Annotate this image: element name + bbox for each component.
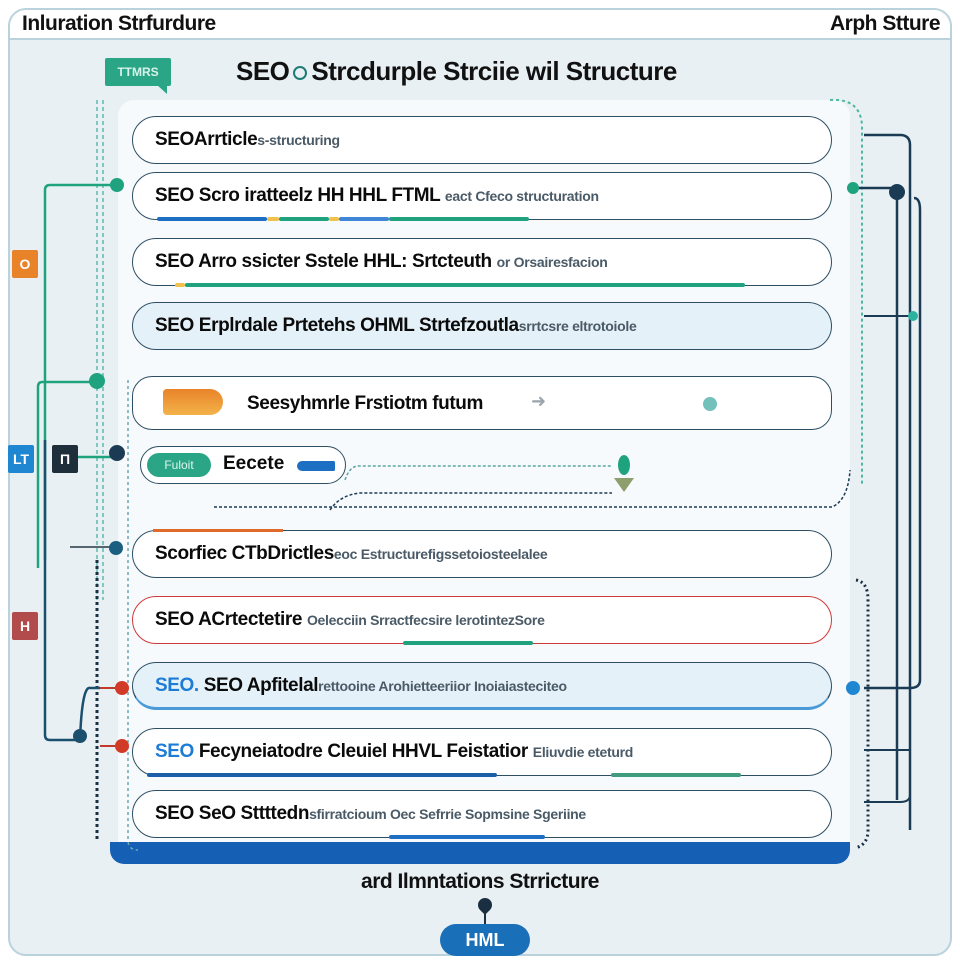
orange-tab-icon xyxy=(163,389,223,415)
diagram-title: SEO Strcdurple Strciie wil Structure xyxy=(236,56,677,87)
row-progress-segment xyxy=(147,773,497,777)
structure-row-1[interactable]: SEOArrticles-structuring xyxy=(132,116,832,164)
row-progress-segment xyxy=(279,217,329,221)
structure-row-8[interactable]: SEO ACrtectetire Oelecciin Srractfecsire… xyxy=(132,596,832,645)
tag-label-badge: TTMRS xyxy=(105,58,171,94)
row-chip: Fuloit xyxy=(147,453,211,477)
row-label: SEO Fecyneiatodre Cleuiel HHVL Feistatio… xyxy=(155,741,634,762)
row-progress-segment xyxy=(267,217,279,221)
row-label: SEO ACrtectetire Oelecciin Srractfecsire… xyxy=(155,609,545,630)
row-progress-segment xyxy=(339,217,389,221)
row-label: SEO SeO Sttttednsfirratcioum Oec Sefrrie… xyxy=(155,803,586,824)
row-progress-segment xyxy=(157,217,267,221)
footer-caption: ard Ilmntations Strricture xyxy=(361,870,599,893)
title-dot-icon xyxy=(293,66,308,81)
structure-row-5[interactable]: Seesyhmrle Frstiotm futum ➜ xyxy=(132,376,832,430)
html-pill-button[interactable]: HML xyxy=(440,924,530,956)
structure-row-11[interactable]: SEO SeO Sttttednsfirratcioum Oec Sefrrie… xyxy=(132,790,832,839)
row-label: SEO Arro ssicter Sstele HHL: Srtcteuth o… xyxy=(155,251,608,272)
structure-row-6[interactable]: Fuloit Eecete xyxy=(140,446,346,484)
row-label: Eecete xyxy=(223,453,285,474)
pi-glyph-icon: Π xyxy=(59,451,71,467)
structure-row-7[interactable]: Scorfiec CTbDrictleseoc Estructurefigsse… xyxy=(132,529,832,578)
row-label: SEO Erplrdale Prtetehs OHML Strtefzoutla… xyxy=(155,315,637,336)
row-progress-segment xyxy=(389,835,545,839)
header-right-title: Arph Stture xyxy=(830,12,941,35)
pin-stem xyxy=(484,908,486,930)
row-progress-segment xyxy=(403,641,533,645)
row-label: SEOArrticles-structuring xyxy=(155,129,340,150)
structure-row-3[interactable]: SEO Arro ssicter Sstele HHL: Srtcteuth o… xyxy=(132,238,832,287)
panel-bottom-bar xyxy=(110,842,850,864)
title-part-rest: Strcdurple Strciie wil Structure xyxy=(311,56,677,86)
row-progress-segment xyxy=(389,217,529,221)
side-badge-orange: O xyxy=(12,250,38,278)
row-progress-segment xyxy=(329,217,339,221)
side-badge-blue: LT xyxy=(8,445,34,473)
row-label: SEO. SEO Apfitelalrettooine Arohietteeri… xyxy=(155,675,567,696)
structure-row-4[interactable]: SEO Erplrdale Prtetehs OHML Strtefzoutla… xyxy=(132,302,832,350)
h-glyph-icon: H xyxy=(19,618,31,634)
blue-tab-icon xyxy=(297,461,335,471)
lt-glyph-icon: LT xyxy=(12,451,30,467)
circle-glyph-icon: O xyxy=(19,256,31,272)
row-progress-segment xyxy=(175,283,185,287)
row-progress-segment xyxy=(185,283,745,287)
row-accent-bar xyxy=(153,529,283,532)
top-bar: Inluration Strfurdure Arph Stture xyxy=(10,10,950,40)
side-badge-red: H xyxy=(12,612,38,640)
row-label: Seesyhmrle Frstiotm futum xyxy=(247,393,483,414)
structure-row-2[interactable]: SEO Scro iratteelz HH HHL FTML eact Cfec… xyxy=(132,172,832,221)
structure-row-9[interactable]: SEO. SEO Apfitelalrettooine Arohietteeri… xyxy=(132,662,832,710)
row-label: SEO Scro iratteelz HH HHL FTML eact Cfec… xyxy=(155,185,599,206)
structure-row-10[interactable]: SEO Fecyneiatodre Cleuiel HHVL Feistatio… xyxy=(132,728,832,777)
row-label: Scorfiec CTbDrictleseoc Estructurefigsse… xyxy=(155,543,548,564)
arrow-right-icon: ➜ xyxy=(531,391,547,411)
row-progress-segment xyxy=(611,773,741,777)
status-dot-icon xyxy=(703,397,717,411)
side-badge-dark: Π xyxy=(52,445,78,473)
title-part-seo: SEO xyxy=(236,56,290,86)
header-left-title: Inluration Strfurdure xyxy=(22,12,216,35)
